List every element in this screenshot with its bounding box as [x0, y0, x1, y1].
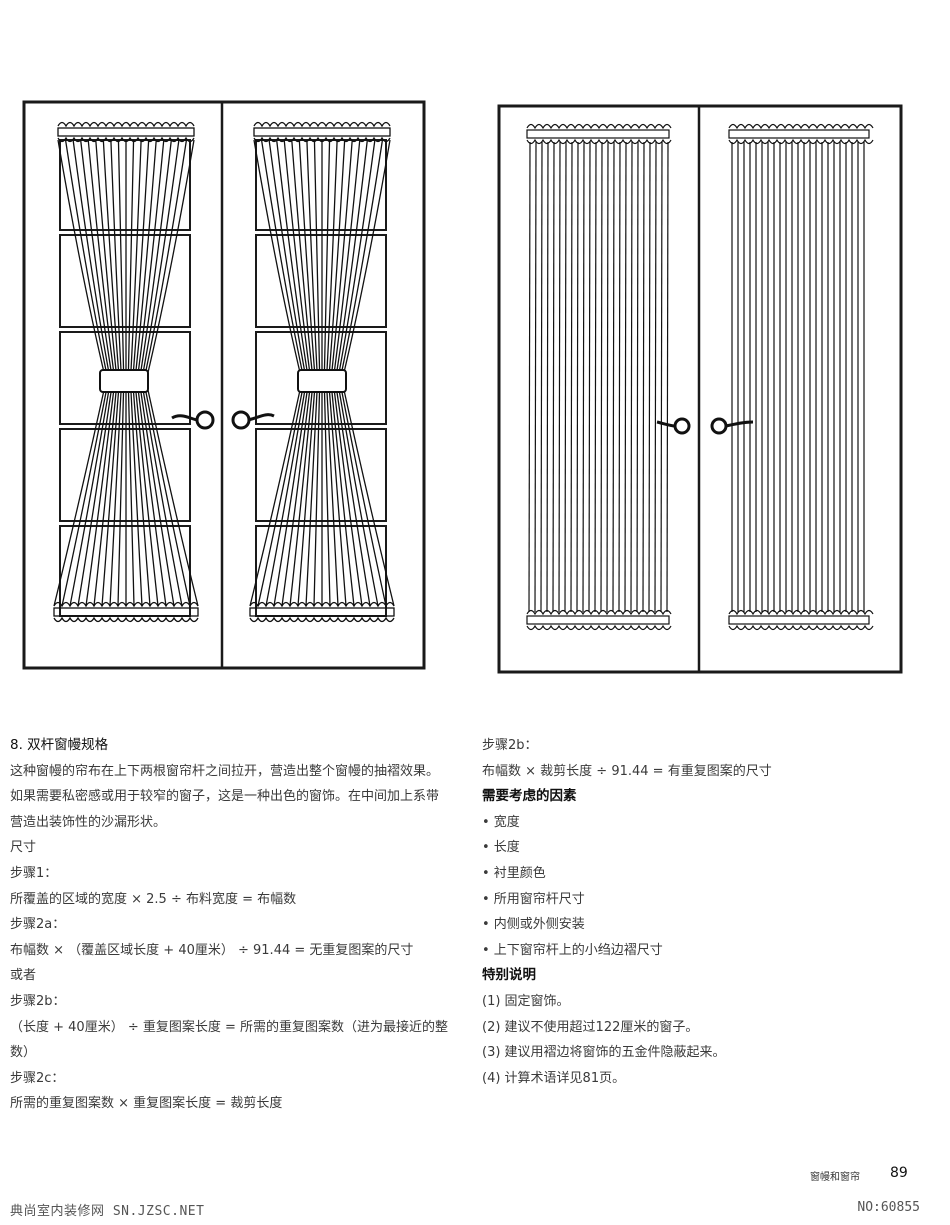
note-item: (1) 固定窗饰。	[482, 993, 570, 1009]
right-text-column: 步骤2b： 布幅数 × 裁剪长度 ÷ 91.44 = 有重复图案的尺寸 需要考虑…	[482, 733, 922, 1091]
intro-paragraph: 这种窗幔的帘布在上下两根窗帘杆之间拉开，营造出整个窗幔的抽褶效果。如果需要私密感…	[10, 763, 440, 830]
note-item: (2) 建议不使用超过122厘米的窗子。	[482, 1019, 699, 1035]
watermark-site: 典尚室内装修网 SN.JZSC.NET	[10, 1204, 205, 1219]
factor-item: • 衬里颜色	[482, 865, 546, 881]
text-line: 步骤1：	[10, 865, 58, 881]
text-line: 所覆盖的区域的宽度 × 2.5 ÷ 布料宽度 = 布幅数	[10, 891, 297, 907]
notes-heading: 特别说明	[482, 967, 536, 984]
text-line: 步骤2b：	[10, 993, 66, 1009]
text-line: 步骤2c：	[10, 1070, 65, 1086]
text-line: 或者	[10, 968, 37, 984]
step-formula: 布幅数 × 裁剪长度 ÷ 91.44 = 有重复图案的尺寸	[482, 763, 772, 779]
section-heading: 8. 双杆窗幔规格	[10, 737, 109, 753]
page-number: 89	[890, 1165, 908, 1181]
text-line: 尺寸	[10, 840, 37, 856]
note-item: (3) 建议用褶边将窗饰的五金件隐蔽起来。	[482, 1045, 726, 1061]
factors-heading: 需要考虑的因素	[482, 788, 577, 805]
footer-section-title: 窗幔和窗帘	[810, 1172, 860, 1183]
factor-item: • 宽度	[482, 814, 520, 830]
factor-item: • 长度	[482, 840, 520, 856]
straight-curtain-illustration	[497, 104, 903, 674]
hourglass-curtain-illustration	[22, 100, 426, 670]
watermark-number: NO:60855	[857, 1200, 920, 1215]
text-line: 所需的重复图案数 × 重复图案长度 = 裁剪长度	[10, 1096, 283, 1112]
left-text-column: 8. 双杆窗幔规格 这种窗幔的帘布在上下两根窗帘杆之间拉开，营造出整个窗幔的抽褶…	[10, 733, 450, 1117]
factor-item: • 内侧或外侧安装	[482, 917, 585, 933]
step-label: 步骤2b：	[482, 738, 538, 753]
factor-item: • 所用窗帘杆尺寸	[482, 891, 585, 907]
text-line: 步骤2a：	[10, 917, 66, 933]
text-line: 布幅数 × （覆盖区域长度 + 40厘米） ÷ 91.44 = 无重复图案的尺寸	[10, 942, 414, 958]
factor-item: • 上下窗帘杆上的小绉边褶尺寸	[482, 942, 663, 958]
note-item: (4) 计算术语详见81页。	[482, 1070, 626, 1086]
text-line: （长度 + 40厘米） ÷ 重复图案长度 = 所需的重复图案数（进为最接近的整数…	[10, 1019, 449, 1061]
